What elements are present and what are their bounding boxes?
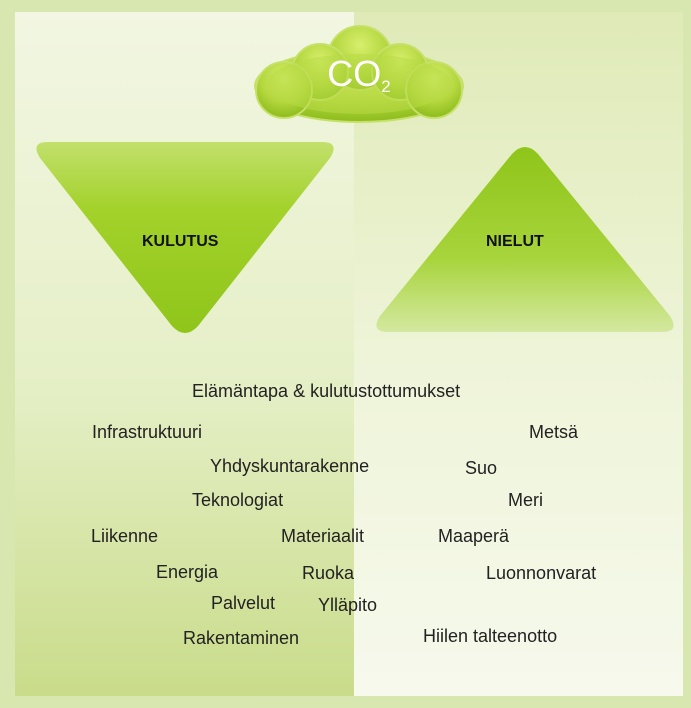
term-energy: Energia — [156, 562, 219, 582]
term-materials: Materiaalit — [281, 526, 365, 546]
term-food: Ruoka — [302, 563, 355, 583]
consumption-panel — [15, 12, 354, 696]
term-soil: Maaperä — [438, 526, 510, 546]
term-carbon-capture: Hiilen talteenotto — [423, 626, 558, 646]
term-infrastructure: Infrastruktuuri — [92, 422, 203, 442]
term-natural-resources: Luonnonvarat — [486, 563, 597, 583]
term-construction: Rakentaminen — [183, 628, 300, 648]
term-services: Palvelut — [211, 593, 276, 613]
sinks-panel — [354, 12, 683, 696]
sinks-label: NIELUT — [486, 233, 544, 250]
sinks-triangle — [376, 147, 674, 332]
term-technology: Teknologiat — [192, 490, 284, 510]
term-sea: Meri — [508, 490, 543, 510]
term-forest: Metsä — [529, 422, 579, 442]
co2-cloud-icon — [254, 25, 464, 123]
term-community-structure: Yhdyskuntarakenne — [210, 456, 370, 476]
consumption-label: KULUTUS — [142, 233, 219, 250]
consumption-triangle — [36, 142, 334, 333]
term-swamp: Suo — [465, 458, 498, 478]
co2-label: CO2 — [327, 53, 391, 96]
term-maintenance: Ylläpito — [318, 595, 378, 615]
term-lifestyle: Elämäntapa & kulutustottumukset — [192, 381, 461, 401]
term-traffic: Liikenne — [91, 526, 159, 546]
